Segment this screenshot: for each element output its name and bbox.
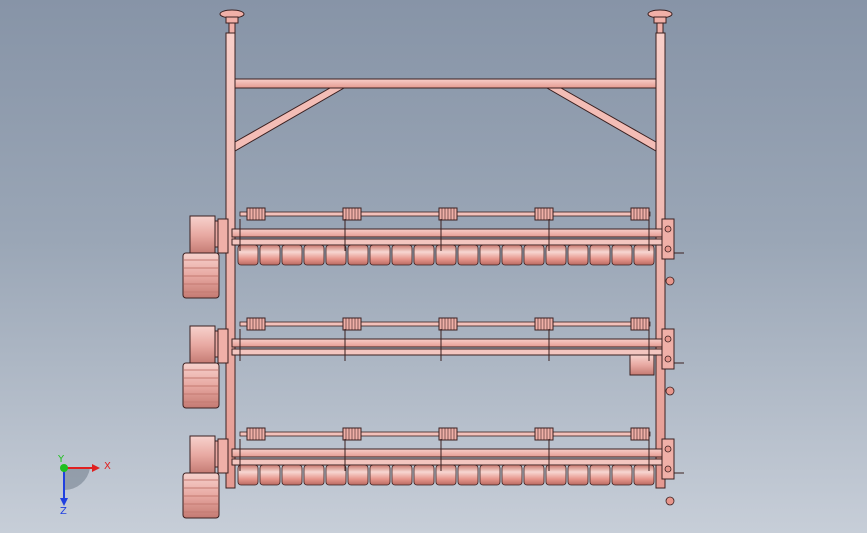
- roller-row: [237, 464, 655, 486]
- left-bracket: [217, 328, 229, 364]
- left-bracket: [217, 218, 229, 254]
- conveyor-tier-3: [182, 427, 684, 519]
- orientation-triad[interactable]: X Y Z: [57, 454, 111, 517]
- top-right-leveler: [647, 9, 673, 34]
- top-left-leveler: [219, 9, 245, 34]
- lower-rail: [231, 348, 663, 356]
- lower-rail: [231, 238, 663, 246]
- right-diagonal-brace: [545, 87, 657, 152]
- left-bracket: [217, 438, 229, 474]
- y-axis-dot: [60, 464, 68, 472]
- right-bearing-block: [661, 328, 684, 396]
- left-diagonal-brace: [234, 87, 346, 152]
- y-axis-label: Y: [57, 454, 65, 465]
- z-axis-label: Z: [60, 506, 67, 517]
- small-bracket: [629, 354, 655, 376]
- upper-rail: [231, 448, 663, 458]
- lower-rail: [231, 458, 663, 466]
- right-bearing-block: [661, 218, 684, 286]
- right-bearing-block: [661, 438, 684, 506]
- upper-rail: [231, 228, 663, 238]
- roller-row: [237, 244, 655, 266]
- x-axis-label: X: [104, 461, 111, 472]
- top-cross-beam: [234, 78, 657, 89]
- upper-rail: [231, 338, 663, 348]
- right-post: [655, 32, 666, 489]
- conveyor-tier-1: [182, 207, 684, 299]
- conveyor-tier-2: [182, 317, 684, 409]
- left-post: [225, 32, 236, 489]
